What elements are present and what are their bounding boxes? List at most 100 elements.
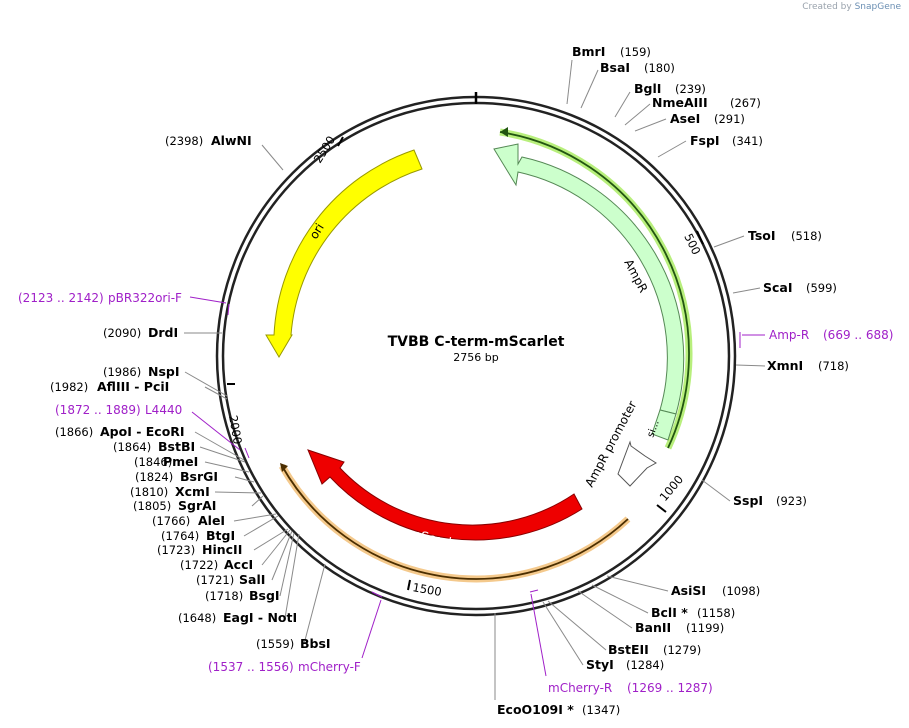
enzyme-position: (1199) <box>686 621 724 635</box>
enzyme-position: (1766) <box>152 514 190 528</box>
enzyme-position: (1721) <box>196 573 234 587</box>
enzyme-site[interactable]: ScaI(599) <box>763 280 837 295</box>
enzyme-name: BstEII <box>608 642 649 657</box>
enzyme-site[interactable]: (1718)BsgI <box>205 588 280 603</box>
enzyme-site[interactable]: (1648)EagI - NotI <box>178 610 297 625</box>
primer-arc-orange-arrowhead <box>280 463 288 472</box>
tick-label-500: 500 <box>681 231 703 257</box>
enzyme-position: (1284) <box>626 658 664 672</box>
enzyme-position: (1722) <box>180 558 218 572</box>
enzyme-site[interactable]: AseI (291) <box>670 111 745 126</box>
primer-arc-green <box>499 131 690 449</box>
enzyme-site[interactable]: (1866)ApoI - EcoRI <box>55 424 185 439</box>
primer-mcherry-r[interactable]: mCherry-R(1269 .. 1287) <box>548 681 713 695</box>
primer-range: (1269 .. 1287) <box>627 681 713 695</box>
signal-peptide-box <box>651 409 677 441</box>
leader-bsai <box>580 69 599 109</box>
leader-bgli <box>614 91 631 118</box>
enzyme-labels-right: BmrI(159) BsaI(180) BglI(239) NmeAIII(26… <box>572 44 849 508</box>
enzyme-site[interactable]: FspI(341) <box>690 133 763 148</box>
leader-afliii <box>204 386 228 400</box>
watermark-brand: SnapGene <box>854 2 901 12</box>
feature-ampr-promoter[interactable]: AmpR promoter <box>582 399 657 490</box>
primer-marks <box>189 296 765 677</box>
plasmid-size: 2756 bp <box>453 351 498 364</box>
enzyme-name: DrdI <box>148 325 178 340</box>
primer-range: (1537 .. 1556) <box>208 660 294 674</box>
ampr-arrow <box>493 143 685 415</box>
leader-hincii <box>253 528 289 551</box>
leader-btgi <box>243 515 279 537</box>
leader-alwni <box>261 144 284 171</box>
enzyme-site[interactable]: (1722)AccI <box>180 557 253 572</box>
enzyme-site[interactable]: BanII(1199) <box>635 620 724 635</box>
enzyme-position: (1718) <box>205 589 243 603</box>
enzyme-site[interactable]: BglI(239) <box>634 81 706 96</box>
enzyme-site[interactable]: (1986)NspI <box>103 364 180 379</box>
enzyme-position: (1648) <box>178 611 216 625</box>
enzyme-site[interactable]: StyI(1284) <box>586 657 664 672</box>
enzyme-site[interactable]: EcoO109I *(1347) <box>497 702 620 717</box>
enzyme-site[interactable]: BmrI(159) <box>572 44 651 59</box>
enzyme-position: (1866) <box>55 425 93 439</box>
enzyme-name: PmeI <box>163 454 198 469</box>
enzyme-name: EcoO109I * <box>497 702 574 717</box>
primer-amp-r[interactable]: Amp-R(669 .. 688) <box>769 328 893 342</box>
primer-labels: Amp-R(669 .. 688) mCherry-R(1269 .. 1287… <box>18 291 893 695</box>
primer-lead-l4440 <box>191 411 241 451</box>
enzyme-site[interactable]: (1805)SgrAI <box>133 498 216 513</box>
enzyme-site[interactable]: (1723) HincII <box>157 542 242 557</box>
enzyme-position: (1279) <box>663 643 701 657</box>
primer-name: mCherry-F <box>298 660 361 674</box>
enzyme-site[interactable]: (1766)AleI <box>152 513 225 528</box>
feature-signal[interactable]: si... <box>645 409 677 441</box>
enzyme-position: (1982) <box>50 380 88 394</box>
enzyme-site[interactable]: BclI *(1158) <box>651 605 735 620</box>
enzyme-site[interactable]: (1846)PmeI <box>134 454 198 469</box>
enzyme-name: SspI <box>733 493 763 508</box>
enzyme-site[interactable]: TsoI(518) <box>748 228 822 243</box>
primer-mark-mcherry-r <box>529 589 539 593</box>
enzyme-name: BsrGI <box>180 469 218 484</box>
enzyme-site[interactable]: (1810)XcmI <box>130 484 210 499</box>
enzyme-site[interactable]: (1764)BtgI <box>161 528 235 543</box>
enzyme-name: FspI <box>690 133 720 148</box>
primer-range: (2123 .. 2142) <box>18 291 104 305</box>
enzyme-position: (1810) <box>130 485 168 499</box>
enzyme-name: BstBI <box>158 439 195 454</box>
enzyme-site[interactable]: (2398)AlwNI <box>165 133 252 148</box>
enzyme-site[interactable]: (1824)BsrGI <box>135 469 218 484</box>
enzyme-site[interactable]: AsiSI(1098) <box>671 583 760 598</box>
enzyme-position: (291) <box>714 112 745 126</box>
enzyme-site[interactable]: (2090)DrdI <box>103 325 178 340</box>
leader-tsoi <box>713 235 745 248</box>
enzyme-position: (1723) <box>157 543 195 557</box>
ori-arrow <box>265 149 423 358</box>
primer-mcherry-f[interactable]: (1537 .. 1556) mCherry-F <box>208 660 361 674</box>
primer-l4440[interactable]: (1872 .. 1889)L4440 <box>55 403 182 417</box>
enzyme-site[interactable]: XmnI(718) <box>767 358 849 373</box>
enzyme-site[interactable]: BsaI(180) <box>600 60 675 75</box>
enzyme-site[interactable]: (1982) AflIII - PciI <box>50 379 169 394</box>
enzyme-site[interactable]: (1721)SalI <box>196 572 265 587</box>
leader-bsgi <box>279 532 295 597</box>
enzyme-site[interactable]: SspI(923) <box>733 493 807 508</box>
enzyme-site[interactable]: (1864)BstBI <box>113 439 195 454</box>
primer-mark-pbr322ori <box>227 303 230 316</box>
primer-range: (1872 .. 1889) <box>55 403 141 417</box>
primer-pbr322ori-f[interactable]: (2123 .. 2142)pBR322ori-F <box>18 291 182 305</box>
tick-label-1000: 1000 <box>657 472 687 503</box>
enzyme-position: (1764) <box>161 529 199 543</box>
enzyme-name: AsiSI <box>671 583 706 598</box>
enzyme-name: AflIII - PciI <box>97 379 169 394</box>
enzyme-site[interactable]: (1559)BbsI <box>256 636 331 651</box>
enzyme-name: HincII <box>202 542 242 557</box>
enzyme-name: AseI <box>670 111 700 126</box>
feature-ampr[interactable]: AmpR <box>493 143 685 415</box>
feature-ori[interactable]: ori <box>265 149 423 358</box>
backbone <box>215 92 737 617</box>
watermark-prefix: Created by <box>802 2 852 12</box>
enzyme-site[interactable]: BstEII (1279) <box>608 642 701 657</box>
enzyme-site[interactable]: NmeAIII(267) <box>652 95 761 110</box>
